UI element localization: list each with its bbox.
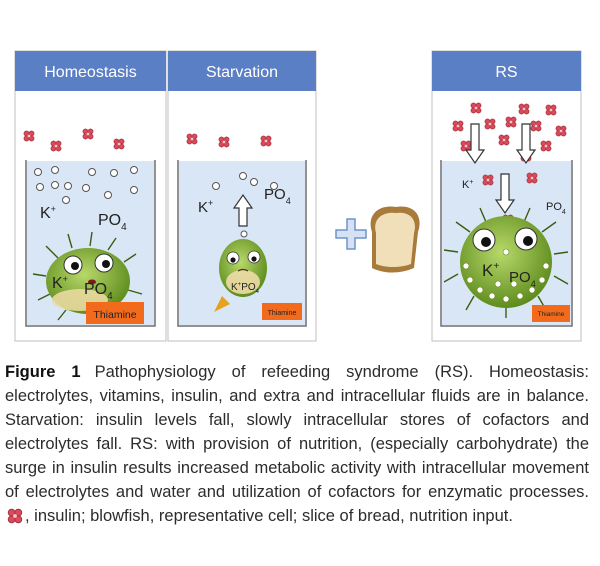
insulin-icon	[82, 128, 94, 140]
cell-phosphate-label: PO4	[84, 281, 113, 302]
plus-icon	[335, 218, 367, 250]
rs-header	[432, 51, 581, 91]
down-arrow-icon	[494, 173, 516, 215]
thiamine-label: Thiamine	[538, 311, 565, 318]
insulin-legend-icon	[7, 508, 23, 524]
potassium-label: K+	[40, 204, 56, 222]
molecules	[34, 166, 138, 204]
cell-potassium-label: K+	[52, 274, 68, 292]
cell-phosphate-label: PO4	[509, 269, 536, 289]
beaker	[177, 160, 307, 327]
up-arrow-icon	[232, 193, 254, 227]
insulin-icon	[186, 133, 198, 145]
phosphate-label: PO4	[546, 201, 566, 216]
thiamine-box	[86, 302, 144, 324]
thiamine-label: Thiamine	[268, 310, 297, 317]
insulin-icon	[23, 130, 35, 142]
homeostasis-title: Homeostasis	[44, 64, 136, 81]
starvation-title: Starvation	[206, 64, 278, 81]
figure-illustration: Homeostasis K+ PO4	[14, 50, 582, 342]
beaker	[440, 160, 573, 327]
thiamine-label: Thiamine	[93, 309, 136, 321]
insulin-icon	[260, 135, 272, 147]
figure-label: Figure 1	[5, 363, 81, 381]
potassium-label: K+	[198, 198, 213, 216]
cell-potassium-label: K+	[482, 261, 499, 280]
blowfish-cell	[214, 239, 267, 312]
thiamine-box	[262, 303, 302, 320]
blowfish-cell	[443, 207, 569, 318]
phosphate-label: PO4	[98, 212, 127, 233]
starvation-header	[168, 51, 316, 91]
insulin-icon	[50, 140, 62, 152]
cell-electrolyte-label: K+PO4	[231, 282, 260, 295]
potassium-label: K+	[462, 179, 473, 191]
phosphate-label: PO4	[264, 186, 291, 206]
thiamine-box	[532, 305, 570, 322]
caption-legend-text: , insulin; blowfish, representative cell…	[25, 507, 513, 525]
insulin-icon	[113, 138, 125, 150]
panel-rs: RS K+ PO4	[431, 50, 582, 342]
down-arrow-icon	[464, 123, 486, 165]
caption-text: Pathophysiology of refeeding syndrome (R…	[5, 363, 589, 501]
rs-title: RS	[495, 64, 517, 81]
down-arrow-icon	[515, 123, 537, 165]
beaker	[25, 160, 156, 327]
insulin-icon	[218, 136, 230, 148]
homeostasis-header	[15, 51, 166, 91]
molecules	[212, 172, 278, 238]
panel-homeostasis: Homeostasis K+ PO4	[14, 50, 167, 342]
panel-starvation: Starvation K+ PO4 K+PO4 Thiamine	[167, 50, 317, 342]
bread-slice-icon	[370, 206, 420, 273]
